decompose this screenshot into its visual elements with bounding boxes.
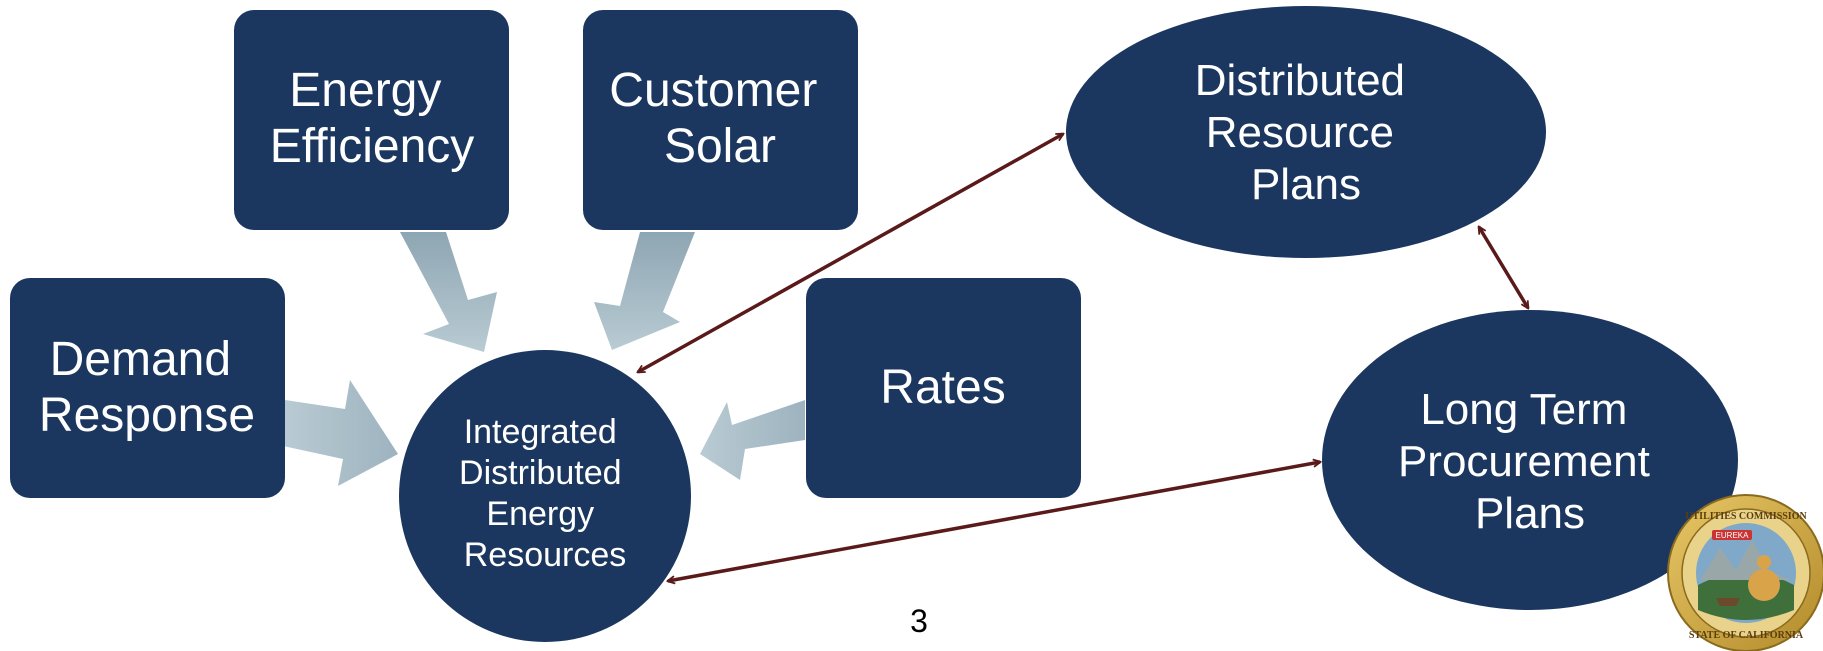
node-rates-line-1: Rates bbox=[880, 361, 1005, 414]
connector-der-to-ltpp bbox=[668, 462, 1320, 581]
node-ltpp-line-1: Long Term bbox=[1420, 385, 1627, 434]
node-demand-response: Demand Response bbox=[10, 278, 285, 498]
node-integrated-der-line-2: Distributed bbox=[459, 454, 622, 492]
node-customer-solar-line-1: Customer bbox=[609, 64, 817, 117]
node-distributed-resource-plans: Distributed Resource Plans bbox=[1066, 6, 1546, 258]
page-number: 3 bbox=[910, 603, 928, 639]
node-energy-efficiency-line-1: Energy bbox=[289, 64, 441, 117]
flow-arrow-rates bbox=[700, 400, 805, 480]
svg-text:Demand Response: Demand Response bbox=[39, 333, 255, 442]
node-drp-line-2: Resource bbox=[1206, 108, 1394, 157]
connector-der-to-drp bbox=[638, 132, 1063, 374]
node-long-term-procurement-plans: Long Term Procurement Plans bbox=[1322, 310, 1738, 610]
node-energy-efficiency-line-2: Efficiency bbox=[270, 120, 475, 173]
node-drp-line-3: Plans bbox=[1251, 160, 1361, 209]
flow-arrow-efficiency bbox=[400, 232, 497, 352]
node-integrated-der-line-3: Energy bbox=[486, 495, 594, 533]
svg-text:Energy Efficiency: Energy Efficiency bbox=[270, 64, 475, 173]
node-drp-line-1: Distributed bbox=[1195, 56, 1405, 105]
svg-text:Rates: Rates bbox=[880, 361, 1005, 414]
node-demand-response-line-2: Response bbox=[39, 389, 255, 442]
node-integrated-der-line-1: Integrated bbox=[464, 413, 617, 451]
flow-arrow-solar bbox=[594, 232, 695, 350]
node-ltpp-line-2: Procurement bbox=[1398, 437, 1650, 486]
node-integrated-der-line-4: Resources bbox=[464, 536, 627, 574]
svg-text:Distributed Resource: Distributed Resource Plans bbox=[1195, 56, 1418, 209]
seal-banner bbox=[1712, 530, 1752, 540]
node-customer-solar: Customer Solar bbox=[583, 10, 858, 230]
node-rates: Rates bbox=[806, 278, 1081, 498]
svg-text:Customer Solar: Customer Solar bbox=[609, 64, 830, 173]
node-integrated-der: Integrated Distributed Energy Resources bbox=[399, 350, 691, 642]
svg-text:UTILITIES COMMISSION: UTILITIES COMMISSION bbox=[1685, 511, 1807, 522]
svg-text:Integrated Distributed: Integrated Distributed Energy Resources bbox=[459, 413, 631, 574]
connector-drp-to-ltpp bbox=[1477, 227, 1530, 308]
california-seal-icon: EUREKA UTILITIES COMMISSION STATE OF CAL… bbox=[1667, 494, 1823, 651]
svg-text:STATE OF CALIFORNIA: STATE OF CALIFORNIA bbox=[1689, 630, 1804, 641]
node-ltpp-line-3: Plans bbox=[1475, 489, 1585, 538]
flow-arrow-demand bbox=[283, 380, 398, 486]
node-demand-response-line-1: Demand bbox=[50, 333, 231, 386]
node-energy-efficiency: Energy Efficiency bbox=[234, 10, 509, 230]
node-customer-solar-line-2: Solar bbox=[664, 120, 776, 173]
svg-text:EUREKA: EUREKA bbox=[1716, 531, 1750, 540]
svg-text:Long Term Procurement: Long Term Procurement Plans bbox=[1398, 385, 1662, 538]
